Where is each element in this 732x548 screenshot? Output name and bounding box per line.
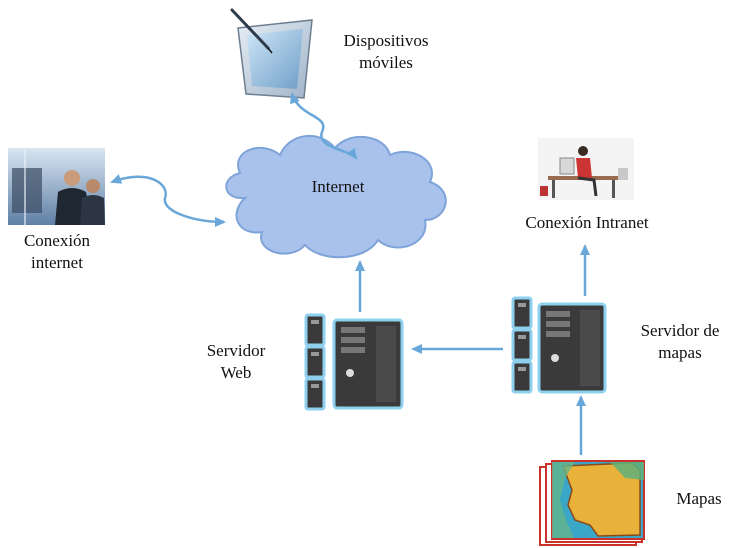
office-worker-photo <box>538 138 634 200</box>
connectors <box>110 92 590 455</box>
cloud-icon <box>225 134 447 259</box>
map-server-label: Servidor de mapas <box>628 320 732 364</box>
maps-label: Mapas <box>676 489 722 508</box>
link-client-internet <box>110 174 226 227</box>
map-server-icon <box>511 296 607 394</box>
client-connection-label-line1: Conexión <box>23 231 91 250</box>
map-server-label-line2: mapas <box>658 343 702 362</box>
internet-label: Internet <box>311 177 365 196</box>
people-computer-photo <box>8 148 105 225</box>
client-connection-label-line2: internet <box>31 253 83 272</box>
web-server-label: Servidor Web <box>188 340 284 384</box>
mobile-devices-label-line2: móviles <box>359 53 413 72</box>
tablet-icon <box>230 8 313 99</box>
web-server-label-line1: Servidor <box>206 341 266 360</box>
map-server-label-line1: Servidor de <box>640 321 720 340</box>
web-server-label-line2: Web <box>220 363 252 382</box>
web-server-icon <box>304 313 404 411</box>
client-connection-label: Conexión internet <box>2 230 112 274</box>
mobile-devices-label: Dispositivos móviles <box>328 30 444 74</box>
mobile-devices-label-line1: Dispositivos <box>343 31 429 50</box>
map-icon <box>539 460 645 546</box>
link-tablet-internet <box>290 92 358 160</box>
intranet-connection-label: Conexión Intranet <box>525 213 649 232</box>
